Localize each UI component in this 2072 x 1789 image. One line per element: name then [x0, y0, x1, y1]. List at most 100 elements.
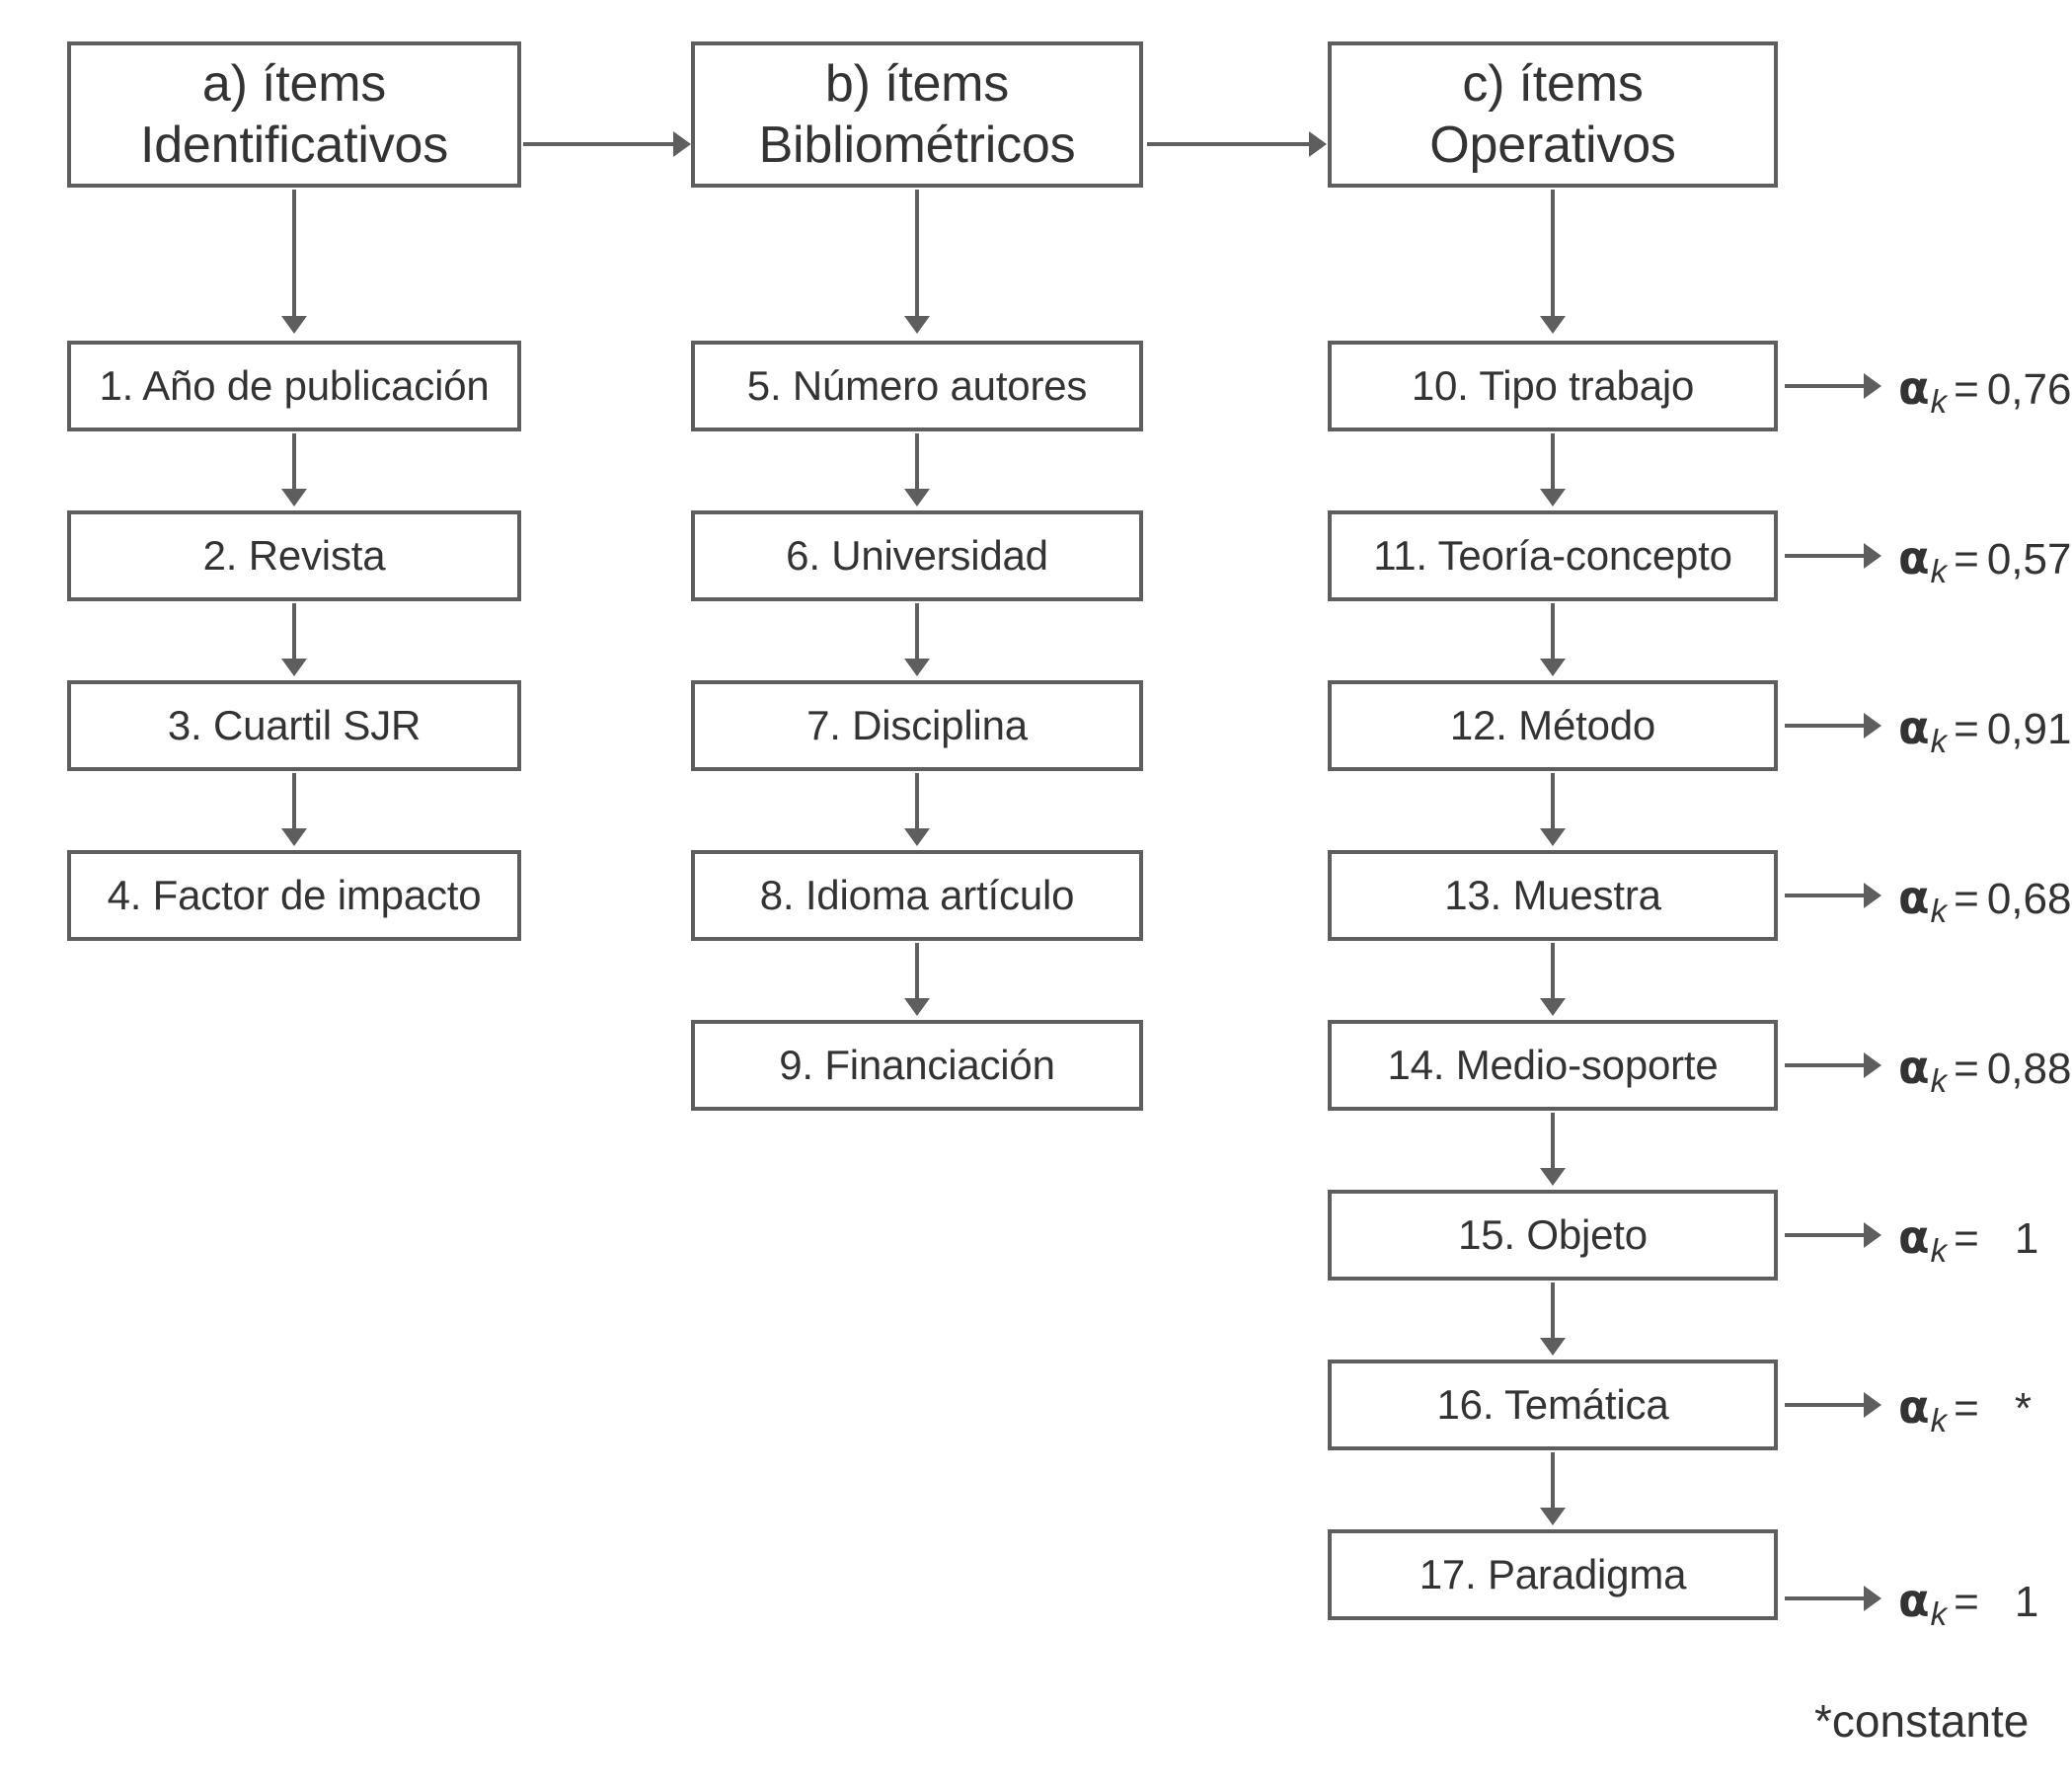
arrow-head-b-to-c — [1309, 131, 1327, 157]
alpha-value: 0,57 — [1986, 535, 2072, 583]
alpha-arrow-line-14 — [1785, 1063, 1864, 1067]
connector-a-3-to-4-head — [281, 828, 307, 846]
alpha-equals: = — [1954, 535, 1979, 583]
connector-c-14-to-15-head — [1540, 1168, 1566, 1186]
connector-c-12-to-13-head — [1540, 828, 1566, 846]
connector-a-2-to-3 — [292, 603, 296, 659]
alpha-subscript: k — [1930, 893, 1948, 929]
alpha-symbol: α — [1898, 531, 1930, 584]
header-box-b: b) ítems Bibliométricos — [691, 41, 1143, 188]
connector-b-header-to-5-head — [904, 316, 930, 334]
node-c-10: 10. Tipo trabajo — [1328, 341, 1778, 431]
node-a-2: 2. Revista — [67, 510, 521, 601]
alpha-arrow-line-10 — [1785, 384, 1864, 388]
node-b-8: 8. Idioma artículo — [691, 850, 1143, 941]
alpha-symbol: α — [1898, 701, 1930, 754]
connector-b-5-to-6-head — [904, 489, 930, 506]
connector-c-10-to-11 — [1551, 433, 1555, 489]
alpha-value: * — [2014, 1384, 2032, 1433]
alpha-subscript: k — [1930, 1232, 1948, 1269]
alpha-arrow-line-11 — [1785, 554, 1864, 558]
alpha-arrow-head-15 — [1864, 1222, 1881, 1248]
alpha-arrow-head-17 — [1864, 1586, 1881, 1611]
connector-c-15-to-16-head — [1540, 1338, 1566, 1356]
alpha-value: 0,91 — [1986, 705, 2072, 753]
node-c-16: 16. Temática — [1328, 1360, 1778, 1450]
connector-b-8-to-9 — [915, 943, 919, 998]
header-box-c: c) ítems Operativos — [1328, 41, 1778, 188]
connector-c-13-to-14-head — [1540, 998, 1566, 1016]
alpha-arrow-head-14 — [1864, 1052, 1881, 1078]
connector-c-14-to-15 — [1551, 1113, 1555, 1168]
connector-a-3-to-4 — [292, 773, 296, 828]
connector-a-header-to-1 — [292, 190, 296, 316]
alpha-value: 0,68 — [1986, 875, 2072, 923]
alpha-equals: = — [1954, 875, 1979, 923]
connector-b-8-to-9-head — [904, 998, 930, 1016]
connector-c-10-to-11-head — [1540, 489, 1566, 506]
alpha-symbol: α — [1898, 1574, 1930, 1627]
node-c-14: 14. Medio-soporte — [1328, 1020, 1778, 1111]
connector-b-7-to-8 — [915, 773, 919, 828]
node-b-7: 7. Disciplina — [691, 680, 1143, 771]
node-a-4: 4. Factor de impacto — [67, 850, 521, 941]
alpha-arrow-head-13 — [1864, 883, 1881, 908]
alpha-value: 1 — [2014, 1214, 2039, 1263]
connector-a-1-to-2 — [292, 433, 296, 489]
alpha-arrow-head-12 — [1864, 713, 1881, 739]
node-c-13: 13. Muestra — [1328, 850, 1778, 941]
connector-c-13-to-14 — [1551, 943, 1555, 998]
alpha-arrow-line-17 — [1785, 1596, 1864, 1600]
alpha-symbol: α — [1898, 361, 1930, 415]
arrow-head-a-to-b — [673, 131, 691, 157]
alpha-arrow-line-16 — [1785, 1403, 1864, 1407]
alpha-symbol: α — [1898, 1041, 1930, 1094]
connector-c-11-to-12-head — [1540, 659, 1566, 676]
alpha-subscript: k — [1930, 1062, 1948, 1099]
connector-b-header-to-5 — [915, 190, 919, 316]
alpha-value: 1 — [2014, 1578, 2039, 1626]
connector-b-5-to-6 — [915, 433, 919, 489]
alpha-equals: = — [1954, 1214, 1979, 1263]
node-a-1: 1. Año de publicación — [67, 341, 521, 431]
connector-a-2-to-3-head — [281, 659, 307, 676]
node-c-11: 11. Teoría-concepto — [1328, 510, 1778, 601]
alpha-subscript: k — [1930, 1595, 1948, 1632]
alpha-subscript: k — [1930, 1402, 1948, 1439]
node-b-9: 9. Financiación — [691, 1020, 1143, 1111]
alpha-arrow-line-12 — [1785, 724, 1864, 728]
alpha-symbol: α — [1898, 1380, 1930, 1434]
node-a-3: 3. Cuartil SJR — [67, 680, 521, 771]
alpha-symbol: α — [1898, 871, 1930, 924]
header-box-a: a) ítems Identificativos — [67, 41, 521, 188]
arrow-line-a-to-b — [523, 142, 673, 146]
connector-c-15-to-16 — [1551, 1283, 1555, 1338]
alpha-arrow-head-16 — [1864, 1392, 1881, 1418]
node-c-15: 15. Objeto — [1328, 1190, 1778, 1281]
alpha-equals: = — [1954, 705, 1979, 753]
alpha-equals: = — [1954, 1578, 1979, 1626]
node-b-6: 6. Universidad — [691, 510, 1143, 601]
connector-b-7-to-8-head — [904, 828, 930, 846]
node-c-12: 12. Método — [1328, 680, 1778, 771]
alpha-value: 0,88 — [1986, 1045, 2072, 1093]
arrow-line-b-to-c — [1147, 142, 1309, 146]
connector-c-header-to-10-head — [1540, 316, 1566, 334]
alpha-subscript: k — [1930, 553, 1948, 589]
connector-c-12-to-13 — [1551, 773, 1555, 828]
alpha-symbol: α — [1898, 1210, 1930, 1264]
alpha-arrow-line-15 — [1785, 1233, 1864, 1237]
connector-b-6-to-7-head — [904, 659, 930, 676]
connector-b-6-to-7 — [915, 603, 919, 659]
connector-a-header-to-1-head — [281, 316, 307, 334]
connector-c-header-to-10 — [1551, 190, 1555, 316]
